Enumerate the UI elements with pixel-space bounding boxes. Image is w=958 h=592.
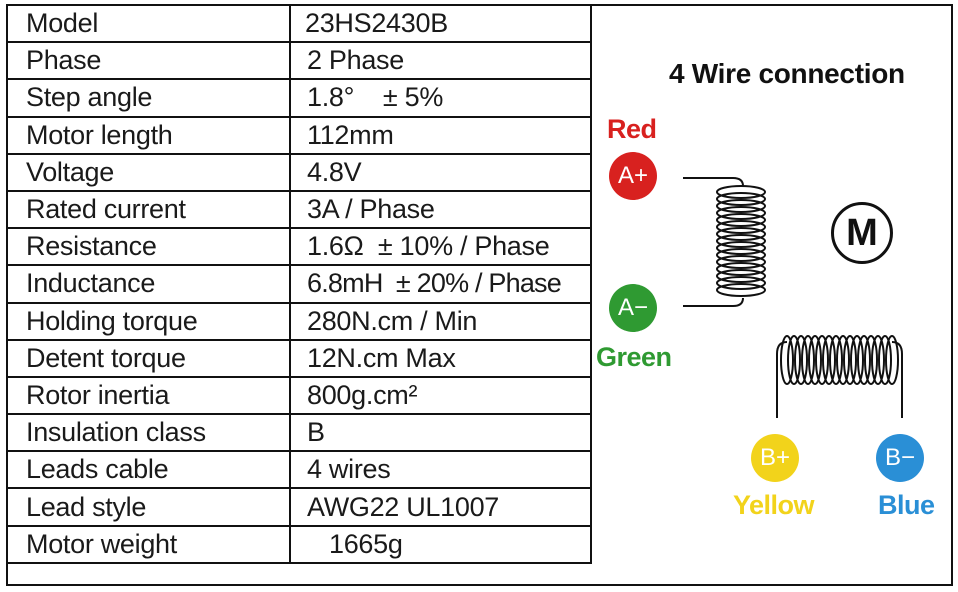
spec-label: Model: [6, 3, 291, 44]
terminal-a-minus: A−: [609, 284, 657, 332]
motor-symbol: M: [831, 202, 893, 264]
spec-label: Lead style: [6, 487, 291, 527]
wire-b-plus: [776, 341, 788, 418]
color-label-blue: Blue: [878, 490, 935, 520]
spec-value: 2 Phase: [289, 41, 592, 81]
spec-label: Motor weight: [6, 524, 291, 564]
spec-value: B: [289, 413, 592, 453]
spec-value: 1.6Ω ± 10% / Phase: [289, 227, 592, 267]
spec-label: Holding torque: [6, 301, 291, 341]
color-label-red: Red: [607, 114, 657, 144]
spec-value: 112mm: [289, 115, 592, 155]
spec-label: Phase: [6, 41, 291, 81]
spec-value: 280N.cm / Min: [289, 301, 592, 341]
spec-label: Leads cable: [6, 450, 291, 490]
wire-a-minus: [683, 297, 744, 307]
terminal-a-plus: A+: [609, 152, 657, 200]
terminal-b-minus: B−: [876, 434, 924, 482]
spec-label: Rotor inertia: [6, 375, 291, 416]
spec-value: 800g.cm²: [289, 375, 592, 416]
coil-a: [716, 185, 766, 297]
spec-label: Resistance: [6, 227, 291, 267]
wire-a-plus: [683, 177, 744, 187]
spec-value: 4 wires: [289, 450, 592, 490]
terminal-b-plus: B+: [751, 434, 799, 482]
spec-value: 23HS2430B: [289, 3, 592, 44]
spec-value: 1.8° ± 5%: [289, 78, 592, 118]
spec-label: Voltage: [6, 152, 291, 192]
spec-value: 12N.cm Max: [289, 338, 592, 378]
color-label-yellow: Yellow: [733, 490, 815, 520]
spec-label: Step angle: [6, 78, 291, 118]
spec-value: 3A / Phase: [289, 189, 592, 230]
spec-value: 1665g: [289, 524, 592, 564]
spec-label: Rated current: [6, 189, 291, 230]
spec-label: Insulation class: [6, 413, 291, 453]
color-label-green: Green: [596, 342, 672, 372]
wiring-diagram: 4 Wire connection: [565, 6, 951, 584]
coil-wiring: [683, 177, 903, 418]
spec-value: 4.8V: [289, 152, 592, 192]
spec-value: 6.8mH ± 20% / Phase: [289, 264, 592, 304]
spec-label: Inductance: [6, 264, 291, 304]
diagram-title: 4 Wire connection: [669, 58, 905, 89]
wire-b-minus: [891, 341, 903, 418]
coil-b: [780, 335, 899, 385]
spec-label: Detent torque: [6, 338, 291, 378]
spec-label: Motor length: [6, 115, 291, 155]
spec-value: AWG22 UL1007: [289, 487, 592, 527]
